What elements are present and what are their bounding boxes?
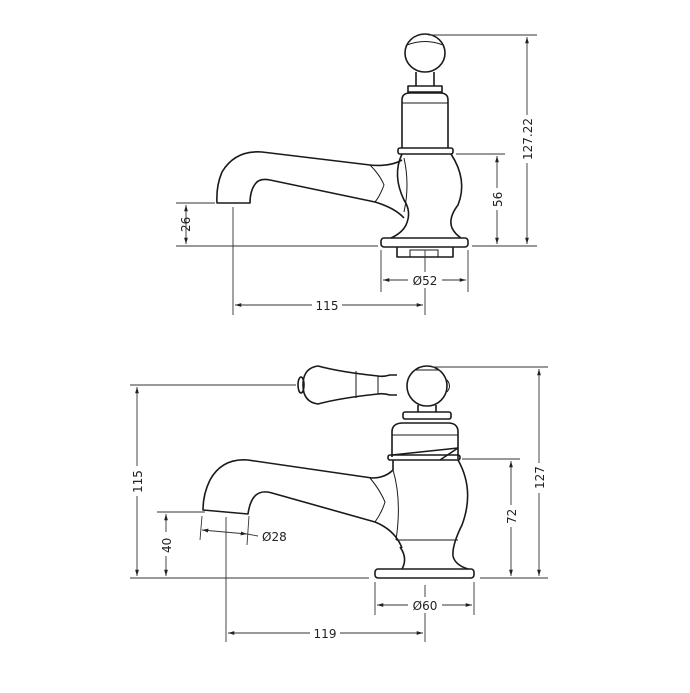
bottom-lever-height-label: 115 <box>131 470 145 493</box>
bottom-tap-outline <box>202 365 475 579</box>
top-spout-height-label: 26 <box>179 217 193 232</box>
top-knob <box>404 33 446 73</box>
top-reach-label: 115 <box>316 299 339 313</box>
bottom-overall-height-label: 127 <box>533 466 547 489</box>
bottom-base-diameter-label: Ø60 <box>413 599 438 613</box>
bottom-outlet-diameter-label: Ø28 <box>262 530 287 544</box>
top-base-diameter-label: Ø52 <box>413 274 438 288</box>
bottom-dimensions: 115 40 Ø28 119 Ø60 72 127 <box>129 366 548 642</box>
lever-hub <box>406 365 448 407</box>
bottom-spout-height-label: 40 <box>160 538 174 553</box>
top-dimensions: 26 115 Ø52 56 127.22 <box>176 34 537 315</box>
bottom-body-height-label: 72 <box>505 509 519 524</box>
top-overall-height-label: 127.22 <box>521 118 535 160</box>
lever-handle <box>302 365 397 405</box>
top-body-height-label: 56 <box>491 192 505 207</box>
top-tap-outline <box>216 33 469 258</box>
bottom-reach-label: 119 <box>314 627 337 641</box>
